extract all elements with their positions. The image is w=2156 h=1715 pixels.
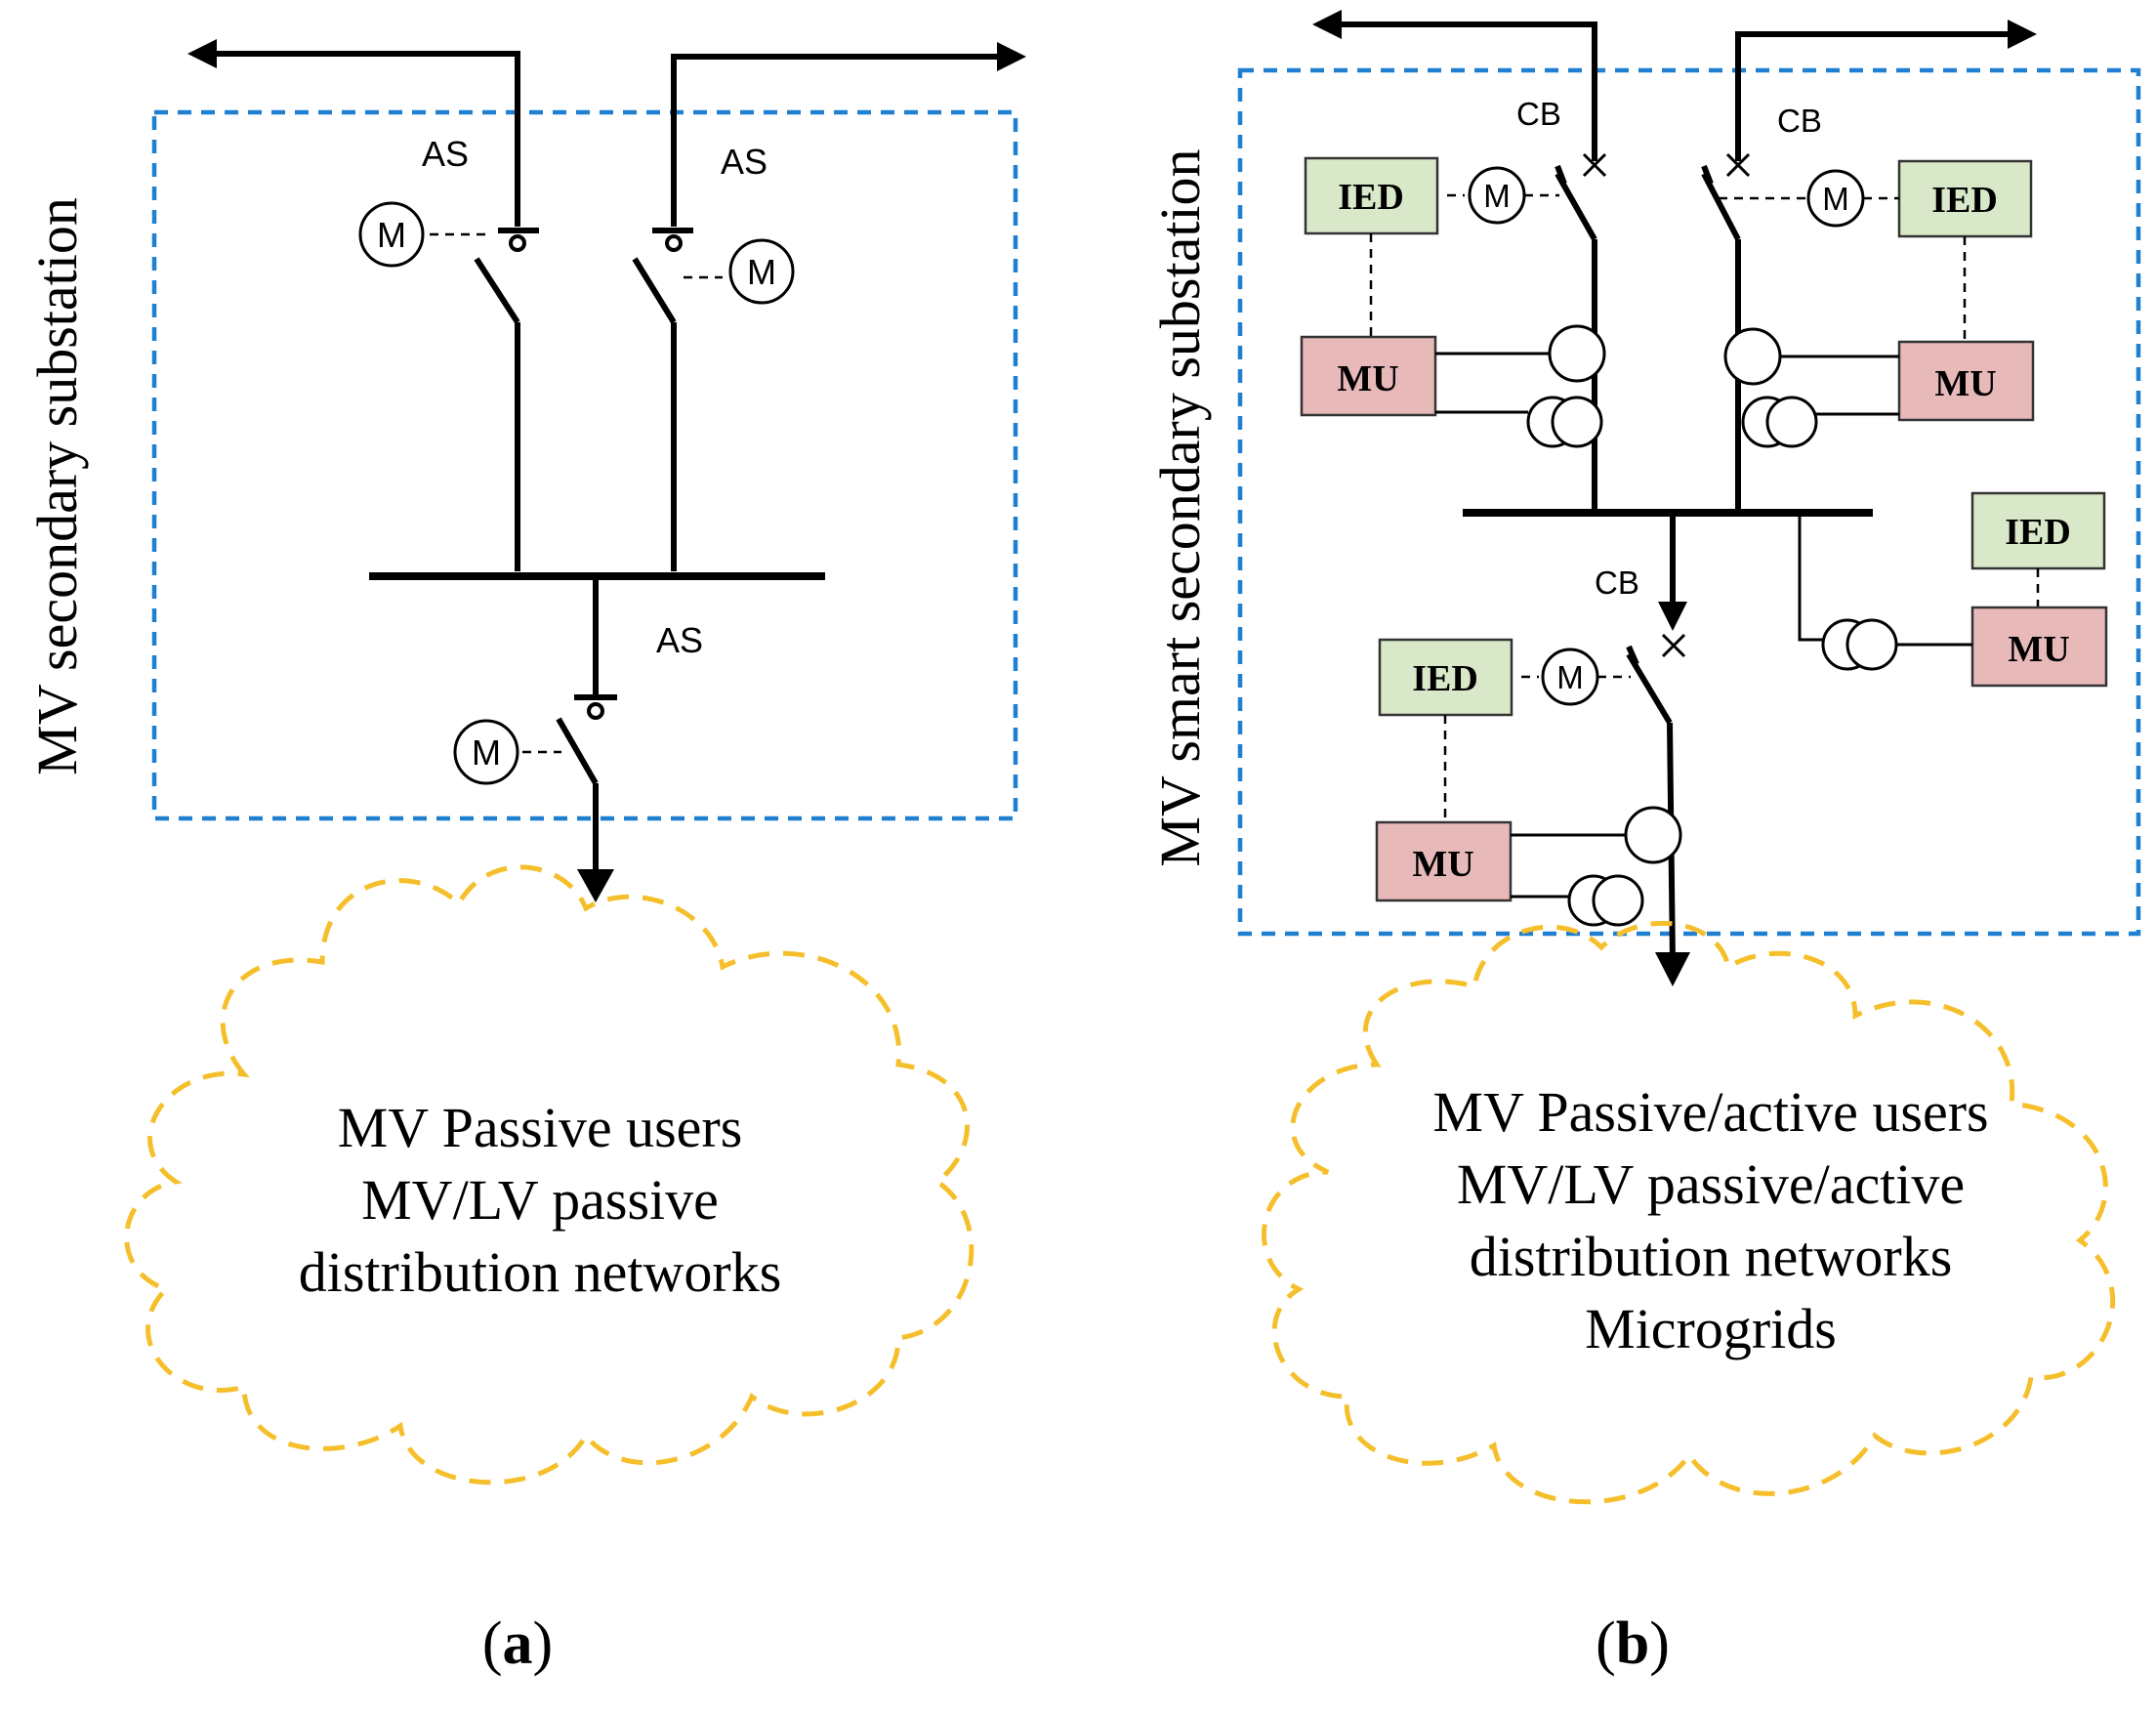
panel-b-ied-4: IED	[1378, 638, 1513, 717]
panel-a-motor-3: M	[453, 719, 519, 785]
panel-a-switch-3-label: AS	[656, 620, 703, 660]
panel-b-ied-3-label: IED	[2005, 512, 2071, 553]
panel-b-motor-3-label: M	[1556, 659, 1584, 695]
panel-b-cloud	[1262, 920, 2116, 1505]
panel-b-ied-3: IED	[1970, 491, 2106, 570]
panel-a-motor-1: M	[358, 201, 425, 268]
panel-a-switch-1-label: AS	[422, 134, 469, 174]
panel-a-feeder-right	[671, 42, 1026, 227]
panel-a-cloud-line-3: distribution networks	[299, 1240, 782, 1304]
panel-b-vt-4	[1511, 874, 1644, 927]
panel-a-motor-2-label: M	[747, 252, 776, 292]
panel-a-cloud	[124, 864, 974, 1485]
panel-b-motor-1-label: M	[1483, 178, 1511, 214]
panel-a-motor-3-label: M	[472, 732, 501, 773]
panel-b-vt-1	[1435, 396, 1603, 448]
panel-a-cloud-line-1: MV Passive users	[338, 1096, 743, 1159]
panel-b-mu-2: MU	[1897, 340, 2035, 422]
panel-b-breaker-2: CB	[1701, 103, 1822, 513]
panel-a-switch-2-label: AS	[721, 142, 767, 182]
panel-b-cloud-line-2: MV/LV passive/active	[1457, 1152, 1965, 1216]
panel-b-substation-frame	[1237, 67, 2141, 937]
panel-b-mu-2-label: MU	[1934, 363, 1996, 404]
panel-b-motor-1: M	[1468, 166, 1526, 225]
panel-a-switch-2: AS	[632, 142, 767, 571]
panel-b-cloud-line-3: distribution networks	[1470, 1225, 1953, 1288]
panel-b-ied-4-label: IED	[1412, 658, 1478, 699]
panel-b-ied-2-label: IED	[1931, 180, 1998, 221]
panel-b-feeder-right	[1735, 20, 2037, 161]
panel-b: MV smart secondary substation CB CB	[1148, 10, 2141, 1677]
panel-b-mu-1-label: MU	[1337, 358, 1398, 399]
panel-b-mu-1: MU	[1300, 335, 1437, 417]
panel-b-mu-4-label: MU	[1412, 844, 1473, 885]
panel-b-motor-2: M	[1806, 169, 1865, 228]
panel-b-mu-4: MU	[1375, 820, 1513, 902]
panel-b-breaker-3-label: CB	[1595, 565, 1639, 601]
panel-a-cloud-line-2: MV/LV passive	[361, 1168, 719, 1232]
panel-a-switch-1: AS	[422, 134, 539, 571]
panel-b-motor-3: M	[1541, 648, 1599, 706]
panel-b-vt-3	[1821, 618, 1972, 671]
panel-b-ct-2	[1723, 327, 1899, 386]
panel-b-breaker-1-label: CB	[1516, 96, 1561, 132]
panel-b-motor-2-label: M	[1822, 181, 1849, 217]
panel-a-switch-3: AS	[522, 576, 703, 884]
panel-b-branch-right	[1798, 513, 1826, 642]
panel-a-side-label: MV secondary substation	[25, 197, 89, 775]
panel-a-caption: (a)	[482, 1610, 553, 1677]
panel-b-breaker-2-label: CB	[1777, 103, 1822, 139]
panel-b-feeder-left	[1312, 10, 1597, 161]
panel-b-side-label: MV smart secondary substation	[1148, 148, 1212, 866]
panel-b-caption: (b)	[1596, 1610, 1670, 1677]
panel-b-vt-2	[1741, 396, 1899, 448]
panel-b-ct-4	[1511, 806, 1682, 864]
panel-b-cloud-line-4: Microgrids	[1585, 1297, 1837, 1360]
panel-a-substation-frame	[151, 109, 1018, 821]
panel-b-ied-1-label: IED	[1338, 177, 1404, 218]
panel-b-ied-1: IED	[1304, 156, 1439, 235]
panel-b-mu-3-label: MU	[2008, 629, 2069, 670]
panel-b-downstream-arrow	[1655, 952, 1690, 986]
panel-a-motor-1-label: M	[377, 215, 406, 255]
panel-a-motor-2: M	[728, 238, 795, 305]
panel-a: MV secondary substation AS M AS	[25, 39, 1026, 1677]
panel-b-ied-2: IED	[1897, 159, 2033, 238]
panel-b-mu-3: MU	[1970, 606, 2108, 688]
panel-b-cloud-line-1: MV Passive/active users	[1432, 1080, 1988, 1144]
panel-b-ct-1	[1435, 324, 1606, 383]
panel-a-feeder-left	[187, 39, 520, 227]
panel-a-downstream-arrow	[577, 869, 614, 902]
